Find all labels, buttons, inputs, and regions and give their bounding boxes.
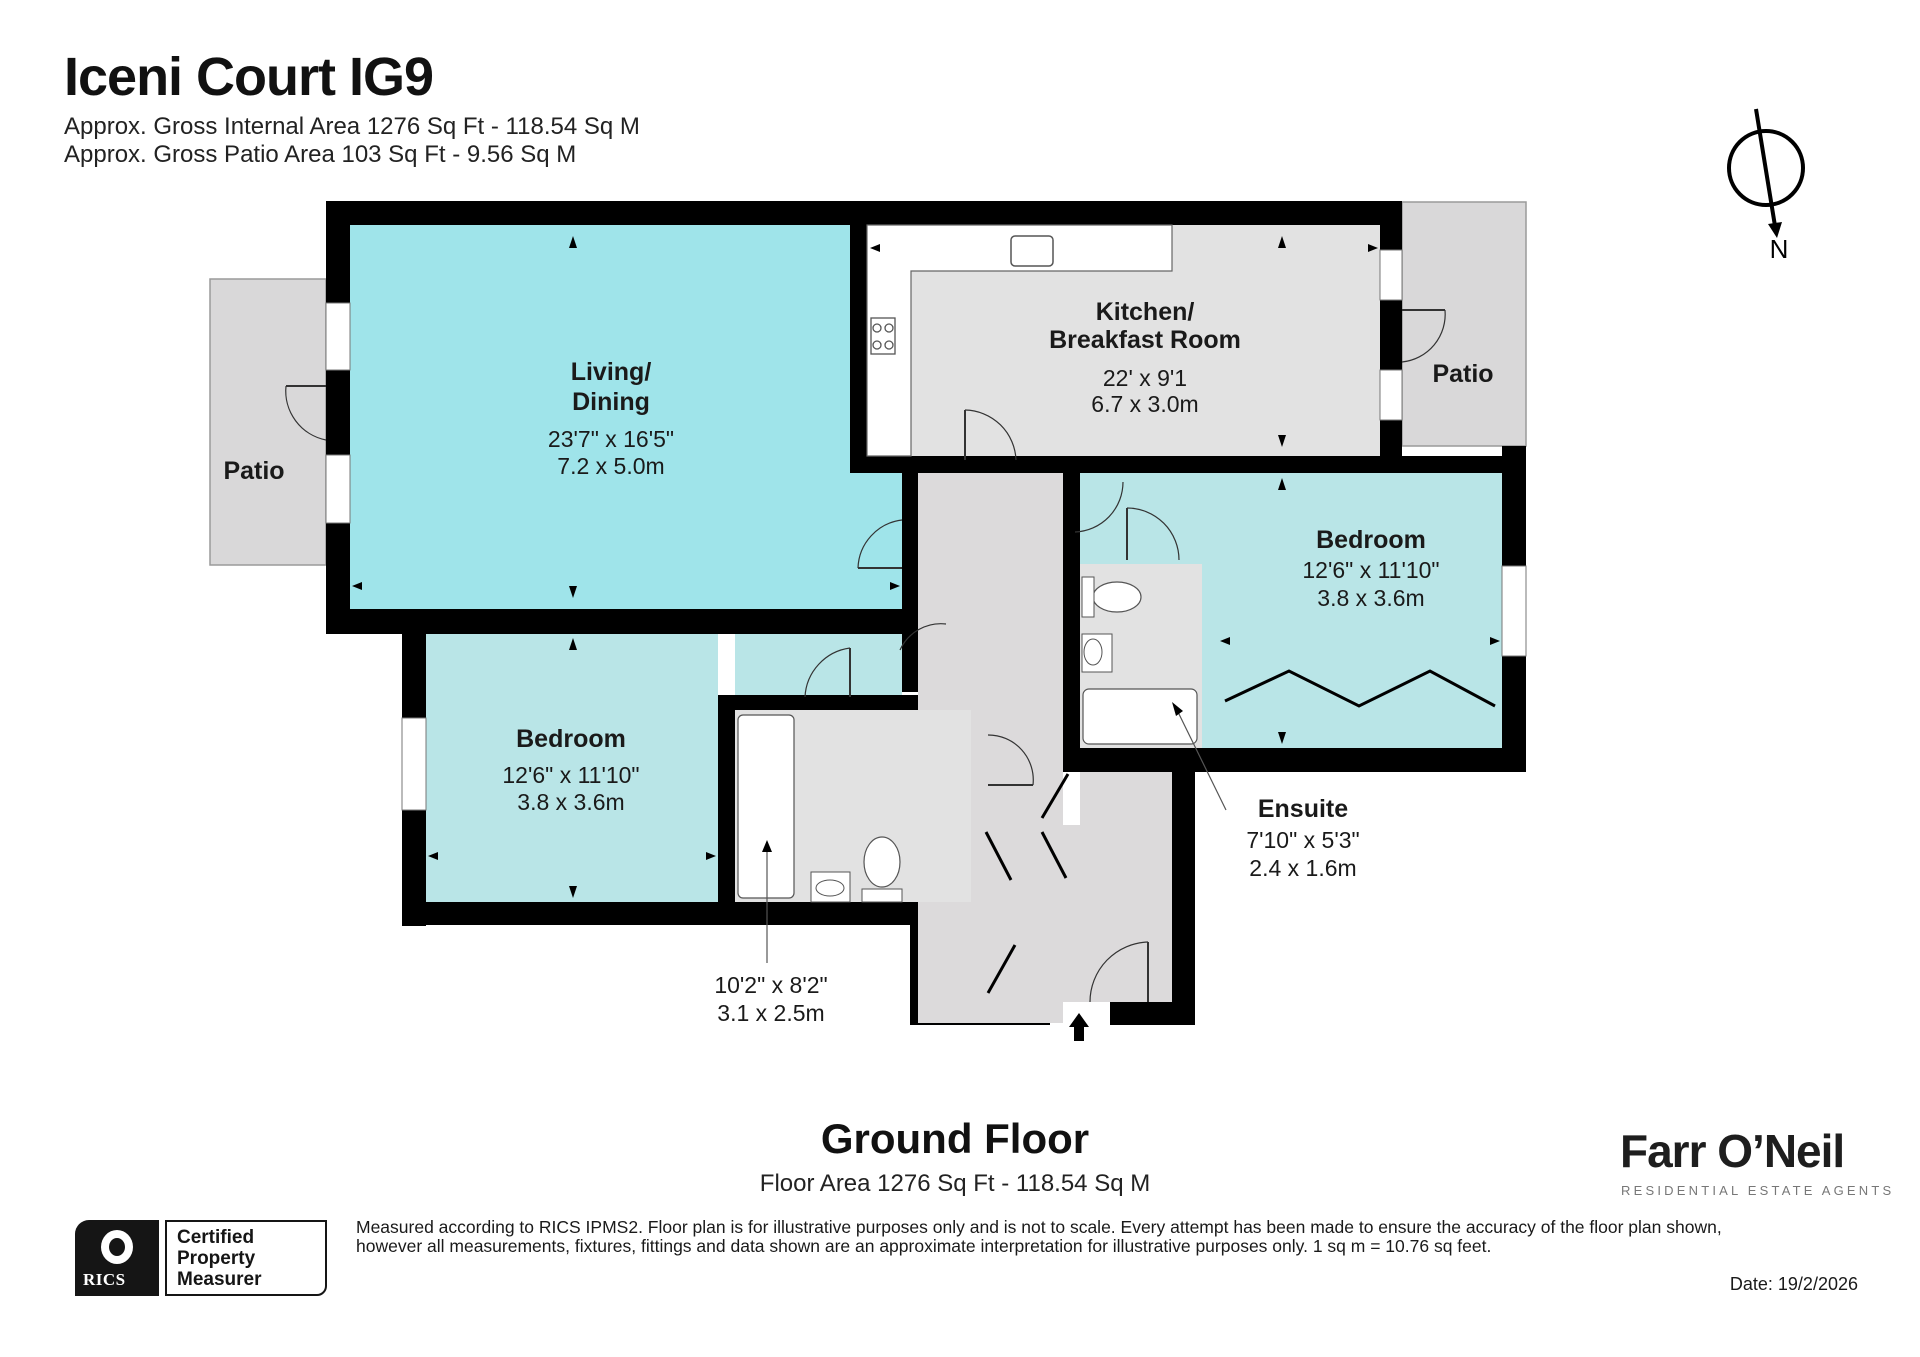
bedroom1-name: Bedroom — [1316, 526, 1426, 554]
bedroom2-name: Bedroom — [516, 725, 626, 753]
kitchen-imperial: 22' x 9'1 — [1103, 365, 1187, 391]
floor-title: Ground Floor — [820, 1115, 1090, 1162]
floor-area: Floor Area 1276 Sq Ft - 118.54 Sq M — [759, 1170, 1151, 1197]
living-dining-room — [350, 225, 850, 609]
rics-logo-word: RICS — [83, 1270, 126, 1289]
patio-right-label: Patio — [1432, 360, 1493, 388]
disclaimer-line-1: Measured according to RICS IPMS2. Floor … — [356, 1217, 1722, 1237]
living-name-2: Dining — [572, 388, 650, 416]
rics-line-2: Property — [177, 1248, 256, 1269]
kitchen-worktop — [866, 224, 1173, 457]
windows — [325, 249, 1527, 811]
property-title: Iceni Court IG9 — [64, 47, 434, 107]
rics-text-box — [165, 1220, 327, 1296]
cupboard-left-lower — [934, 925, 991, 1002]
living-imperial: 23'7" x 16'5" — [548, 426, 674, 452]
bedroom1-imperial: 12'6" x 11'10" — [1302, 557, 1439, 583]
rics-lion-icon — [101, 1230, 133, 1264]
ensuite-basin-icon — [1081, 633, 1113, 673]
ensuite-metric: 2.4 x 1.6m — [1249, 855, 1356, 881]
disclaimer-line-2: however all measurements, fixtures, fitt… — [356, 1236, 1492, 1256]
bedroom2-imperial: 12'6" x 11'10" — [502, 762, 639, 788]
living-name-1: Living/ — [571, 358, 652, 386]
ensuite-toilet-icon — [1092, 581, 1142, 613]
bedroom1-metric: 3.8 x 3.6m — [1317, 585, 1424, 611]
brand-logo: Farr O’Neil — [1620, 1125, 1845, 1177]
bathroom-imperial: 10'2" x 8'2" — [714, 972, 827, 998]
rics-logo-block: RICS — [75, 1220, 159, 1296]
patio-right-area — [1401, 201, 1527, 447]
compass-north-label: N — [1770, 234, 1789, 264]
north-compass-icon: N — [1727, 108, 1805, 264]
bathroom-toilet-icon — [863, 836, 901, 888]
patio-left-area — [209, 278, 327, 566]
shower-tray-icon — [1082, 688, 1198, 745]
ensuite-leader-line — [1177, 711, 1227, 811]
gross-patio-area: Approx. Gross Patio Area 103 Sq Ft - 9.5… — [64, 141, 577, 168]
bath-icon — [737, 714, 795, 899]
gross-internal-area: Approx. Gross Internal Area 1276 Sq Ft -… — [64, 113, 640, 140]
rics-line-3: Measurer — [177, 1269, 262, 1290]
hob-icon — [870, 317, 896, 355]
doors — [285, 309, 1446, 1003]
bathroom-metric: 3.1 x 2.5m — [717, 1000, 824, 1026]
ensuite-name: Ensuite — [1258, 795, 1348, 823]
living-metric: 7.2 x 5.0m — [557, 453, 664, 479]
kitchen-name-2: Breakfast Room — [1049, 326, 1241, 354]
patio-left-label: Patio — [223, 457, 284, 485]
bedroom2-metric: 3.8 x 3.6m — [517, 789, 624, 815]
bedroom-2 — [426, 634, 718, 902]
rics-line-1: Certified — [177, 1227, 255, 1248]
brand-tagline: RESIDENTIAL ESTATE AGENTS — [1621, 1183, 1895, 1198]
cupboard-right — [1080, 772, 1172, 917]
disclaimer: Measured according to RICS IPMS2. Floor … — [356, 1218, 1856, 1256]
sink-icon — [1010, 235, 1054, 267]
ensuite-imperial: 7'10" x 5'3" — [1246, 827, 1359, 853]
dimension-markers — [352, 236, 1500, 898]
rics-certification-text: Certified Property Measurer — [177, 1227, 262, 1290]
plan-date: Date: 19/2/2026 — [1729, 1274, 1858, 1294]
rics-certified-badge: RICS Certified Property Measurer — [75, 1220, 327, 1296]
bifold-doors — [984, 669, 1496, 994]
kitchen-metric: 6.7 x 3.0m — [1091, 391, 1198, 417]
kitchen-name-1: Kitchen/ — [1096, 298, 1195, 326]
entrance-arrow-icon — [1069, 1013, 1089, 1041]
